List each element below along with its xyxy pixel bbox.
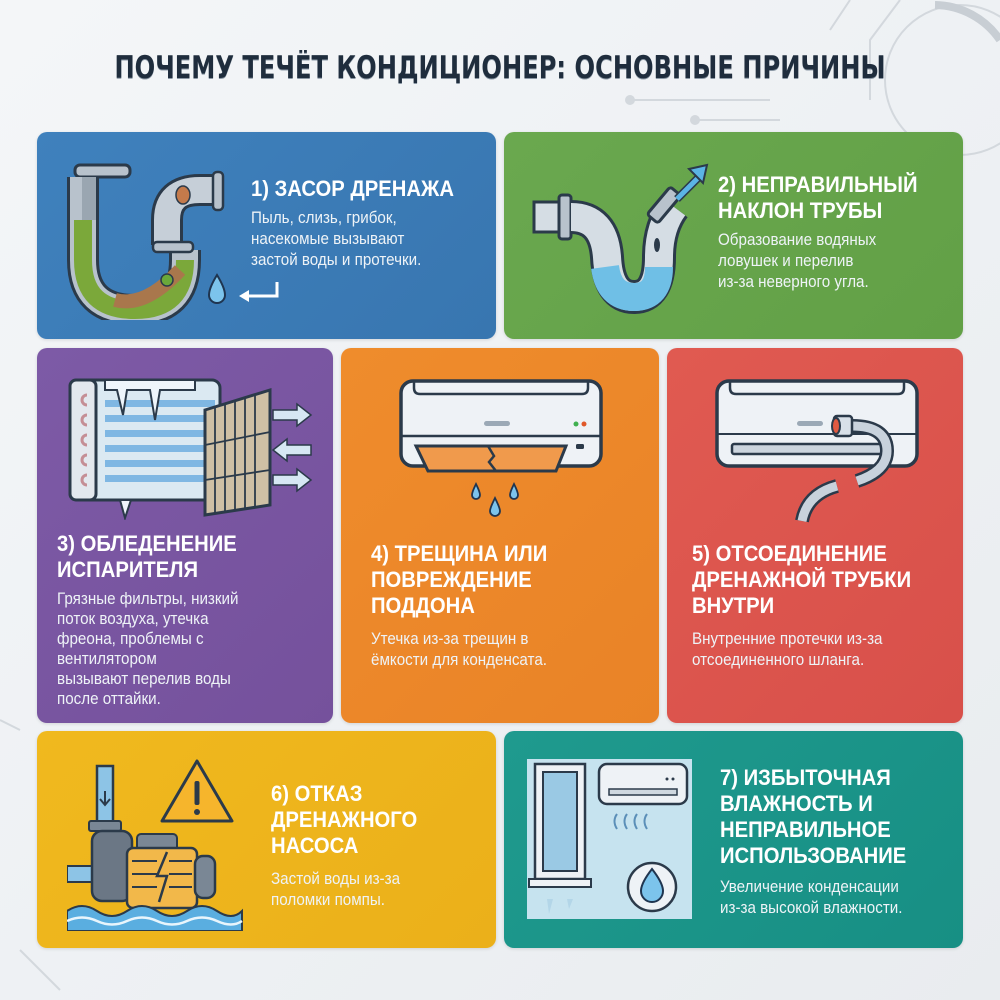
card-heading-line: ИСПАРИТЕЛЯ <box>57 557 198 582</box>
card-description: Внутренние протечки из-за отсоединенного… <box>692 630 883 669</box>
page-title: ПОЧЕМУ ТЕЧЁТ КОНДИЦИОНЕР: ОСНОВНЫЕ ПРИЧИ… <box>114 50 886 86</box>
card-heading-line: 5) ОТСОЕДИНЕНИЕ <box>692 541 887 566</box>
card-heading-line: ДРЕНАЖНОГО <box>271 807 418 832</box>
clogged-pipe-icon <box>67 163 227 320</box>
card-heading-line: 6) ОТКАЗ <box>271 781 363 806</box>
humidity-window-ac-icon <box>527 759 692 919</box>
card-heading-line: ИСПОЛЬЗОВАНИЕ <box>720 843 907 868</box>
card-drain-clog: 1) ЗАСОР ДРЕНАЖА Пыль, слизь, грибок, на… <box>37 132 496 339</box>
card-description: Грязные фильтры, низкий поток воздуха, у… <box>57 590 239 708</box>
card-heading-line: НАКЛОН ТРУБЫ <box>718 198 883 223</box>
card-heading-line: ВНУТРИ <box>692 593 775 618</box>
card-disconnected-hose: 5) ОТСОЕДИНЕНИЕ ДРЕНАЖНОЙ ТРУБКИ ВНУТРИ … <box>667 348 963 723</box>
card-description: Застой воды из-за поломки помпы. <box>271 870 401 909</box>
card-heading-line: ПОДДОНА <box>371 593 475 618</box>
card-cracked-tray: 4) ТРЕЩИНА ИЛИ ПОВРЕЖДЕНИЕ ПОДДОНА Утечк… <box>341 348 659 723</box>
broken-pump-warning-icon <box>67 759 243 931</box>
card-description: Утечка из-за трещин в ёмкости для конден… <box>371 630 547 669</box>
card-heading-line: 7) ИЗБЫТОЧНАЯ <box>720 765 891 790</box>
card-pump-failure: 6) ОТКАЗ ДРЕНАЖНОГО НАСОСА Застой воды и… <box>37 731 496 948</box>
card-heading-line: НАСОСА <box>271 833 359 858</box>
sloped-pipe-icon <box>532 163 709 315</box>
card-heading-line: 2) НЕПРАВИЛЬНЫЙ <box>718 172 918 197</box>
card-description: Образование водяных ловушек и перелив из… <box>718 231 877 291</box>
card-excess-humidity: 7) ИЗБЫТОЧНАЯ ВЛАЖНОСТЬ И НЕПРАВИЛЬНОЕ И… <box>504 731 963 948</box>
card-heading-line: НЕПРАВИЛЬНОЕ <box>720 817 891 842</box>
card-heading-line: 3) ОБЛЕДЕНЕНИЕ <box>57 531 237 556</box>
card-heading-line: ПОВРЕЖДЕНИЕ <box>371 567 532 592</box>
return-arrow-icon <box>239 282 279 302</box>
card-heading-line: ДРЕНАЖНОЙ ТРУБКИ <box>692 567 912 592</box>
card-heading: 1) ЗАСОР ДРЕНАЖА <box>251 176 454 201</box>
card-evaporator-icing: 3) ОБЛЕДЕНЕНИЕ ИСПАРИТЕЛЯ Грязные фильтр… <box>37 348 333 723</box>
frozen-evaporator-icon <box>68 378 313 520</box>
disconnected-hose-ac-icon <box>715 379 919 523</box>
card-heading-line: 4) ТРЕЩИНА ИЛИ <box>371 541 548 566</box>
cracked-tray-ac-icon <box>399 379 603 517</box>
card-wrong-pipe-slope: 2) НЕПРАВИЛЬНЫЙ НАКЛОН ТРУБЫ Образование… <box>504 132 963 339</box>
card-description: Увеличение конденсации из-за высокой вла… <box>720 878 903 917</box>
card-heading-line: ВЛАЖНОСТЬ И <box>720 791 873 816</box>
card-description: Пыль, слизь, грибок, насекомые вызывают … <box>251 209 422 269</box>
